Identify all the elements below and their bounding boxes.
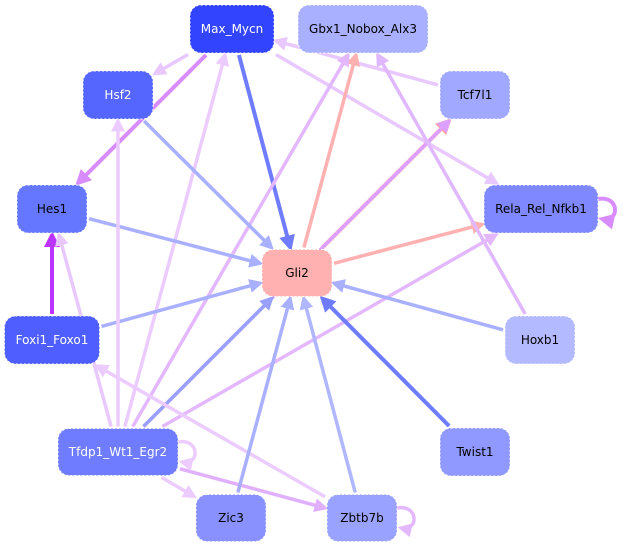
node-foxi1-foxo1[interactable]: Foxi1_Foxo1 [4,315,100,365]
node-label: Zic3 [218,511,244,525]
node-zic3[interactable]: Zic3 [195,494,267,542]
node-box [57,428,179,476]
edge-tfdp1-wt1-egr2-to-tfdp1-wt1-egr2 [177,440,197,472]
node-label: Hoxb1 [521,333,559,347]
node-box [189,4,275,54]
node-hsf2[interactable]: Hsf2 [82,70,154,120]
node-box [504,315,576,365]
edge-hsf2-to-gli2 [142,119,274,250]
node-label: Rela_Rel_Nfkb1 [495,202,587,216]
node-label: Twist1 [455,445,493,459]
edge-max-mycn-to-gli2 [236,54,295,252]
edges-layer [44,36,617,538]
edge-twist1-to-gli2 [319,295,451,428]
node-tcf7l1[interactable]: Tcf7l1 [439,70,511,120]
node-box [297,4,429,54]
node-gbx1-nobox-alx3[interactable]: Gbx1_Nobox_Alx3 [297,4,429,54]
node-hoxb1[interactable]: Hoxb1 [504,315,576,365]
node-box [16,184,88,234]
node-label: Hsf2 [104,88,131,102]
edge-zbtb7b-to-zbtb7b [396,506,416,538]
edge-hes1-to-gli2 [88,216,264,268]
node-hes1[interactable]: Hes1 [16,184,88,234]
node-twist1[interactable]: Twist1 [439,427,511,477]
edge-foxi1-foxo1-to-gli2 [101,279,264,329]
edge-tfdp1-wt1-egr2-to-zbtb7b [179,467,329,513]
edge-gli2-to-gbx1-nobox-alx3 [302,51,360,248]
node-label: Zbtb7b [340,511,383,525]
edge-gli2-to-rela-rel-nfkb1 [333,220,486,265]
node-box [483,184,599,234]
node-label: Foxi1_Foxo1 [16,333,89,347]
edge-zic3-to-gli2 [236,295,295,493]
node-box [439,427,511,477]
node-label: Tcf7l1 [457,88,493,102]
node-box [326,494,398,542]
edge-tfdp1-wt1-egr2-to-rela-rel-nfkb1 [161,233,499,429]
node-gli2[interactable]: Gli2 [261,249,333,297]
node-box [4,315,100,365]
node-zbtb7b[interactable]: Zbtb7b [326,494,398,542]
node-label: Hes1 [37,202,67,216]
edge-zbtb7b-to-gli2 [299,295,357,493]
node-label: Tfdp1_Wt1_Egr2 [68,445,167,459]
edge-hoxb1-to-gli2 [330,279,504,332]
node-max-mycn[interactable]: Max_Mycn [189,4,275,54]
node-box [261,249,333,297]
node-label: Gbx1_Nobox_Alx3 [309,22,417,36]
node-box [439,70,511,120]
node-box [195,494,267,542]
node-box [82,70,154,120]
edge-max-mycn-to-hsf2 [151,52,189,76]
edge-tfdp1-wt1-egr2-to-zic3 [160,475,198,499]
edge-tfdp1-wt1-egr2-to-gli2 [142,296,274,428]
node-tfdp1-wt1-egr2[interactable]: Tfdp1_Wt1_Egr2 [57,428,179,476]
node-label: Max_Mycn [201,22,263,36]
node-rela-rel-nfkb1[interactable]: Rela_Rel_Nfkb1 [483,184,599,234]
edge-tfdp1-wt1-egr2-to-gbx1-nobox-alx3 [131,51,350,428]
edge-zbtb7b-to-foxi1-foxo1 [94,364,326,499]
edge-rela-rel-nfkb1-to-rela-rel-nfkb1 [597,196,617,230]
edge-hoxb1-to-gbx1-nobox-alx3 [376,51,527,315]
node-label: Gli2 [285,266,309,280]
edge-max-mycn-to-rela-rel-nfkb1 [275,53,500,185]
